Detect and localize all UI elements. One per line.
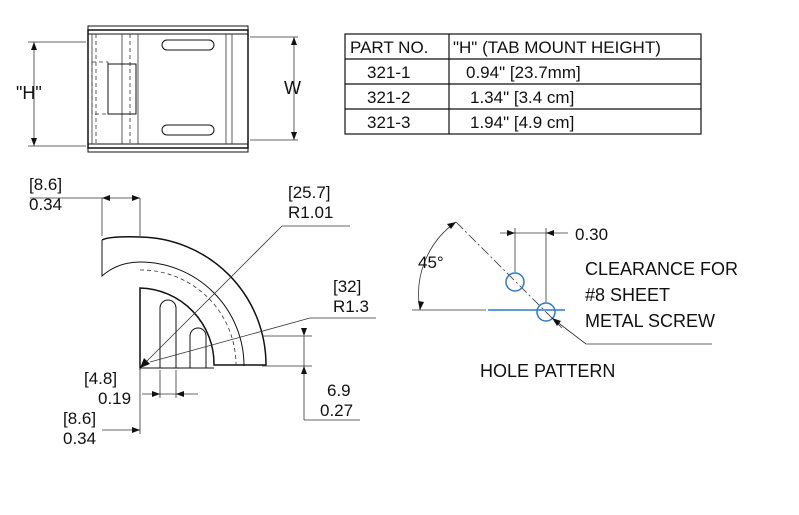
hole-bottom — [536, 302, 556, 322]
dim-slot-in: 0.19 — [98, 389, 131, 408]
dim-bottom-in: 0.34 — [63, 429, 96, 448]
part-table: PART NO. "H" (TAB MOUNT HEIGHT) 321-1 0.… — [344, 33, 702, 135]
arrow-icon — [176, 391, 184, 397]
arrow-icon — [132, 195, 140, 201]
tab — [107, 63, 137, 115]
table-header-part: PART NO. — [350, 38, 428, 57]
table-header-height: "H" (TAB MOUNT HEIGHT) — [453, 38, 661, 57]
dim-top-in: 0.34 — [29, 195, 62, 214]
dim-slot-mm: [4.8] — [84, 369, 117, 388]
h-label: "H" — [16, 83, 42, 103]
top-view-body — [87, 29, 249, 149]
table-cell: 1.94" [4.9 cm] — [470, 113, 574, 132]
dim-radius-inner-mm: [32] — [333, 277, 361, 296]
arrow-icon — [301, 328, 307, 336]
dim-radius-outer-in: R1.01 — [288, 203, 333, 222]
dim-top-mm: [8.6] — [29, 175, 62, 194]
arrow-icon — [546, 230, 554, 236]
angle-label: 45° — [418, 253, 444, 272]
arrow-icon — [418, 301, 424, 310]
slot-right — [189, 327, 207, 368]
table-cell: 0.94" [23.7mm] — [466, 63, 581, 82]
arrow-icon — [507, 230, 515, 236]
hole-pattern: 45° 0.30 CLEARANCE FOR #8 SHEET METAL SC… — [412, 221, 738, 381]
table-cell: 321-3 — [367, 113, 410, 132]
top-view: "H" W — [16, 25, 301, 153]
tab-outline — [91, 61, 109, 115]
arrow-icon — [31, 42, 37, 50]
dim-bottom-mm: [8.6] — [63, 409, 96, 428]
arrow-icon — [132, 427, 140, 433]
arrow-icon — [152, 391, 160, 397]
arc-body — [101, 236, 267, 368]
hidden-arc — [139, 269, 237, 366]
bottom-flange — [87, 143, 249, 153]
top-flange — [87, 25, 249, 35]
table-cell: 321-2 — [367, 88, 410, 107]
arrow-icon — [31, 138, 37, 146]
inner-arc — [101, 240, 245, 367]
dim-radius-inner-in: R1.3 — [333, 297, 369, 316]
angle-arc — [418, 221, 457, 311]
clearance-line-2: #8 SHEET — [585, 285, 670, 305]
table-cell: 321-1 — [367, 63, 410, 82]
offset-label: 0.30 — [575, 225, 608, 244]
slot-left — [159, 299, 177, 368]
arrow-icon — [291, 37, 297, 45]
clearance-line-3: METAL SCREW — [585, 311, 715, 331]
w-label: W — [284, 78, 301, 98]
table-cell: 1.34" [3.4 cm] — [470, 88, 574, 107]
dim-height-mm: 6.9 — [327, 381, 351, 400]
arrow-icon — [102, 195, 110, 201]
arrow-icon — [301, 366, 307, 374]
arrow-icon — [552, 318, 561, 326]
dim-height-in: 0.27 — [320, 401, 353, 420]
hole-top — [505, 272, 525, 292]
slot-top — [161, 39, 215, 51]
hole-pattern-caption: HOLE PATTERN — [480, 361, 615, 381]
clearance-line-1: CLEARANCE FOR — [585, 259, 738, 279]
dim-radius-outer-mm: [25.7] — [288, 183, 331, 202]
slot-bottom — [161, 124, 215, 136]
arrow-icon — [291, 132, 297, 140]
arrow-icon — [140, 358, 150, 368]
side-view: [8.6] 0.34 [25.7] R1.01 [32] R1.3 [4.8] … — [29, 175, 376, 448]
arrow-icon — [447, 222, 456, 229]
